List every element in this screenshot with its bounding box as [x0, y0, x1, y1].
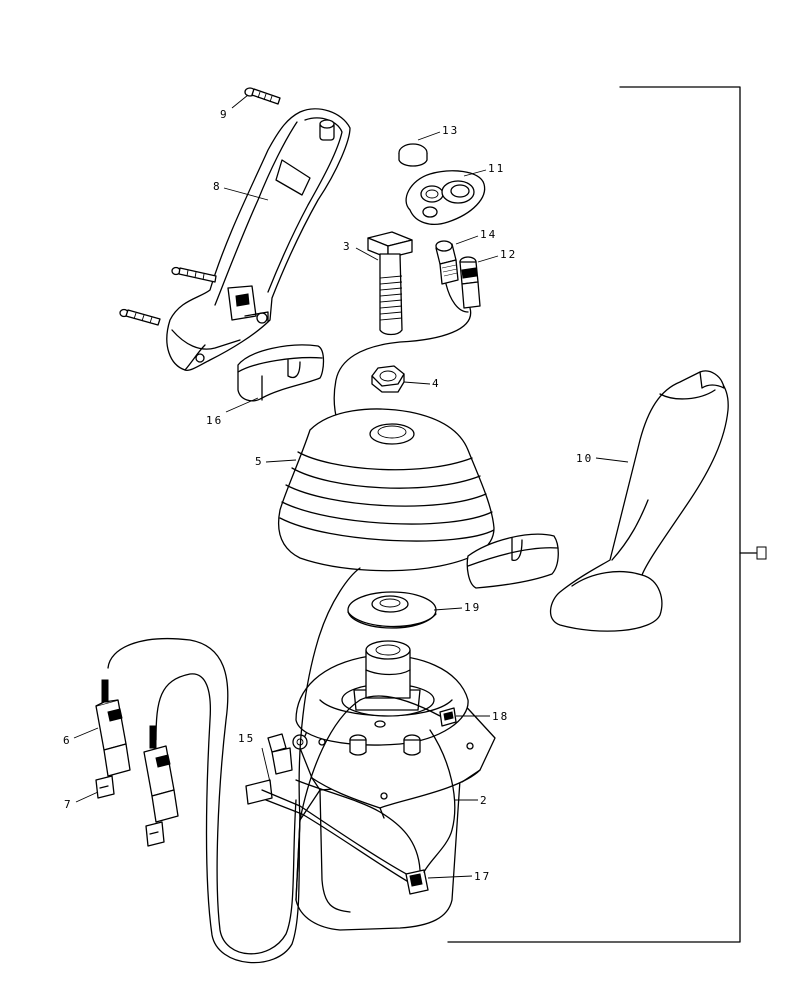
callout-10[interactable]: 10	[576, 452, 629, 465]
part-13-cap	[398, 143, 428, 167]
callout-9-label: 9	[220, 108, 229, 121]
callout-18-label: 18	[492, 710, 509, 723]
part-18-connector	[439, 707, 457, 727]
callout-3[interactable]: 3	[343, 240, 379, 261]
callout-6-label: 6	[63, 734, 72, 747]
part-6-connector-left	[95, 679, 131, 777]
part-7-clip-right	[145, 821, 165, 847]
callout-13[interactable]: 13	[417, 124, 459, 141]
callout-11[interactable]: 11	[463, 162, 505, 177]
callout-19-label: 19	[464, 601, 481, 614]
wiring-harness	[107, 567, 456, 964]
part-5-boot	[277, 408, 495, 572]
callout-7-label: 7	[64, 798, 73, 811]
part-9-screws-middle	[119, 266, 217, 326]
assembly-bracket	[447, 86, 757, 943]
part-11-switch-plate	[405, 170, 486, 225]
callout-17-label: 17	[474, 870, 491, 883]
part-10-handle-cover	[549, 370, 729, 632]
part-7-clip-left	[95, 775, 115, 799]
part-8-handle-half	[166, 108, 351, 371]
part-6-connector-right	[143, 725, 179, 823]
callout-10-label: 10	[576, 452, 593, 465]
part-19-washer	[347, 591, 437, 629]
part-16-pad-block-2	[466, 533, 559, 589]
part-16-pad-block	[237, 344, 325, 402]
callout-15-label: 15	[238, 732, 255, 745]
callout-15[interactable]: 15	[238, 732, 271, 783]
callout-4-label: 4	[432, 377, 441, 390]
callout-19[interactable]: 19	[433, 601, 481, 614]
part-2-joystick-base	[295, 640, 496, 931]
callout-12-label: 12	[500, 248, 517, 261]
callout-2-label: 2	[480, 794, 489, 807]
part-14-switch	[435, 240, 459, 285]
callout-16[interactable]: 16	[206, 397, 259, 427]
callout-14-label: 14	[480, 228, 497, 241]
callout-5-label: 5	[255, 455, 264, 468]
callout-7[interactable]: 7	[64, 791, 99, 811]
callout-8-label: 8	[213, 180, 222, 193]
callout-12[interactable]: 12	[477, 248, 517, 263]
callout-11-label: 11	[488, 162, 505, 175]
callout-4[interactable]: 4	[403, 377, 441, 390]
callout-3-label: 3	[343, 240, 352, 253]
callout-14[interactable]: 14	[455, 228, 497, 245]
callout-18[interactable]: 18	[456, 710, 509, 723]
callout-5[interactable]: 5	[255, 455, 297, 468]
part-3-bolt	[367, 231, 413, 336]
callout-1[interactable]: 1	[756, 546, 769, 560]
callout-8[interactable]: 8	[213, 180, 269, 201]
part-9-screw	[244, 87, 281, 105]
callout-16-label: 16	[206, 414, 223, 427]
callout-9[interactable]: 9	[220, 94, 249, 121]
part-17-cable-tie	[405, 869, 429, 895]
part-12-switch	[459, 256, 481, 309]
callout-6[interactable]: 6	[63, 727, 99, 747]
callout-2[interactable]: 2	[454, 794, 489, 807]
callout-17[interactable]: 17	[427, 870, 491, 883]
callout-13-label: 13	[442, 124, 459, 137]
part-4-nut	[371, 365, 405, 393]
